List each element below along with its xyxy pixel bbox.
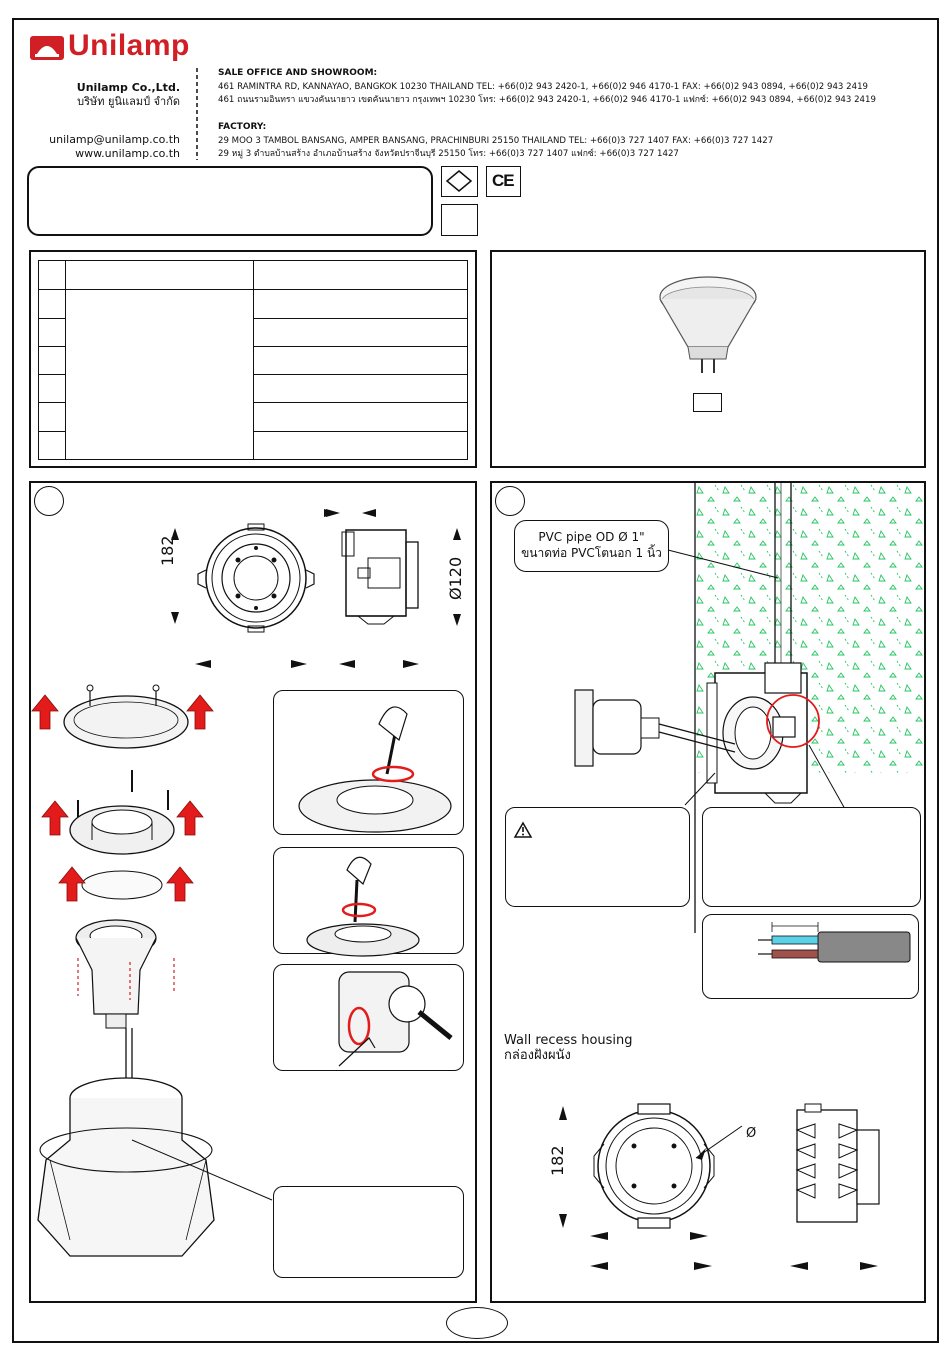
recess-housing-front-view [593, 1103, 743, 1229]
cable-strip-illustration [758, 922, 911, 963]
note-box-bottom-left [273, 1186, 464, 1278]
pvc-callout-leader [667, 549, 779, 579]
spec-table [38, 259, 468, 461]
sale-office-heading: SALE OFFICE AND SHOWROOM: [218, 68, 378, 78]
mr16-lamp-illustration [659, 276, 757, 373]
empty-mark-box [441, 204, 478, 236]
step-number-circle-2 [495, 486, 525, 516]
height-dim-arrows [171, 528, 179, 624]
pvc-pipe-callout: PVC pipe OD Ø 1" ขนาดท่อ PVCโตนอก 1 นิ้ว [514, 520, 669, 572]
diameter-dim-arrows [453, 528, 461, 626]
warning-triangle-icon [513, 821, 533, 838]
sale-office-address-en: 461 RAMINTRA RD, KANNAYAO, BANGKOK 10230… [218, 82, 869, 92]
pvc-pipe-label-th: ขนาดท่อ PVCโตนอก 1 นิ้ว [521, 546, 662, 560]
recess-height-arrows [559, 1106, 567, 1228]
recess-housing-label-th: กล่องฝังผนัง [504, 1048, 571, 1063]
factory-heading: FACTORY: [218, 122, 267, 132]
cable-gland-illustration [338, 971, 453, 1067]
recess-height-dimension: 182 [548, 1145, 567, 1176]
fixture-front-view [197, 523, 315, 633]
company-website: www.unilamp.co.th [75, 147, 180, 160]
exploded-assembly-illustration [37, 684, 273, 1257]
spec-panel [29, 250, 477, 468]
installation-panel [490, 481, 926, 1303]
product-name-box [27, 166, 433, 236]
width-dim-arrows-row [195, 660, 419, 668]
page-number-oval [446, 1307, 508, 1339]
remove-arrow-icons [31, 694, 214, 902]
lamp-code-box [693, 393, 722, 412]
luminaire-side-illustration [574, 689, 736, 767]
ce-mark-box: CE [486, 166, 521, 197]
height-dimension: 182 [158, 535, 177, 566]
wall-section-illustration [684, 483, 923, 933]
company-name-en: Unilamp Co.,Ltd. [76, 81, 180, 94]
warning-note-box [505, 807, 690, 907]
side-width-arrows [324, 509, 376, 517]
step-number-circle-1 [34, 486, 64, 516]
brand-logo: Unilamp [28, 29, 228, 70]
screwdriver-ring-illustration [306, 856, 420, 957]
recess-housing-side-view [795, 1103, 880, 1223]
assembly-panel [29, 481, 477, 1303]
recess-diameter-label: Ø [746, 1126, 757, 1141]
factory-address-th: 29 หมู่ 3 ตำบลบ้านสร้าง อำเภอบ้านสร้าง จ… [218, 149, 679, 159]
sale-office-address-th: 461 ถนนรามอินทรา แขวงคันนายาว เขตคันนายา… [218, 95, 876, 105]
recess-housing-label-en: Wall recess housing [504, 1033, 633, 1048]
ce-mark: CE [492, 171, 515, 190]
ip-class-box [441, 166, 478, 197]
company-name-th: บริษัท ยูนิแลมป์ จำกัด [77, 95, 180, 108]
header-divider [196, 68, 198, 160]
connection-note-box [702, 807, 921, 907]
fixture-side-view [341, 529, 419, 625]
diameter-dimension: Ø120 [446, 556, 465, 600]
company-email: unilamp@unilamp.co.th [49, 133, 180, 146]
screwdriver-cover-illustration [298, 706, 452, 833]
lamp-logo-icon [30, 36, 64, 60]
pvc-pipe-label-en: PVC pipe OD Ø 1" [538, 530, 645, 544]
recess-width-arrows [590, 1232, 878, 1270]
lamp-panel [490, 250, 926, 468]
page-border [12, 18, 939, 1343]
factory-address-en: 29 MOO 3 TAMBOL BANSANG, AMPER BANSANG, … [218, 136, 774, 146]
diamond-class-icon [445, 170, 473, 192]
brand-name: Unilamp [68, 29, 190, 62]
